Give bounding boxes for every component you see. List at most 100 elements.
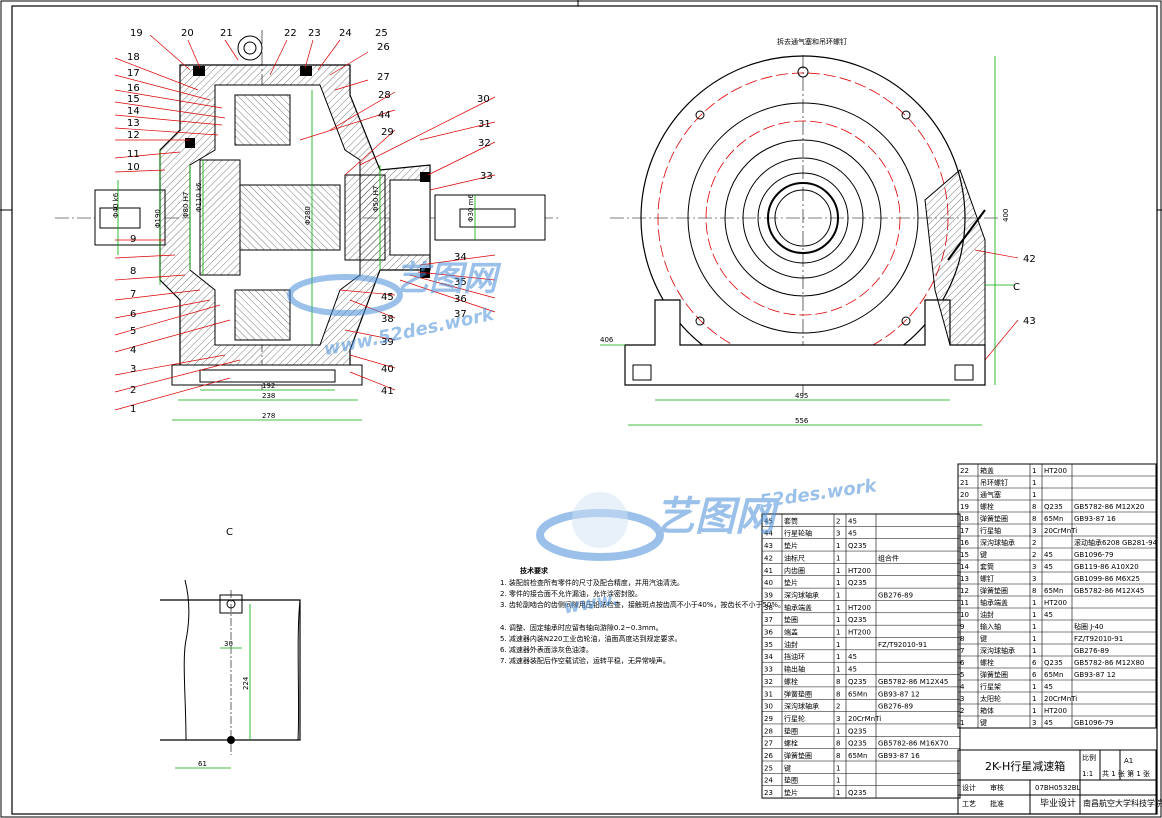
bom-cell: 螺栓 bbox=[784, 677, 798, 686]
balloon-23: 23 bbox=[308, 28, 321, 39]
bom-cell: GB93-87 16 bbox=[1074, 515, 1116, 523]
bom-cell: 1 bbox=[836, 604, 840, 612]
balloon-24: 24 bbox=[339, 28, 352, 39]
bom-cell: 1 bbox=[1032, 479, 1036, 487]
bom-cell: 垫圈 bbox=[784, 776, 798, 785]
bom-cell: 内齿圈 bbox=[784, 566, 805, 575]
bom-cell: 1 bbox=[836, 591, 840, 599]
bom-cell: 行星轴 bbox=[980, 526, 1001, 535]
bom-cell: 垫圈 bbox=[784, 726, 798, 735]
dim-ring-gear: Φ280 bbox=[304, 206, 312, 225]
balloon-32: 32 bbox=[478, 138, 491, 149]
bom-cell: 1 bbox=[1032, 635, 1036, 643]
scale-label: 比例 bbox=[1082, 753, 1096, 762]
balloon-9: 9 bbox=[130, 234, 136, 245]
balloon-45: 45 bbox=[381, 292, 394, 303]
dim-input-shaft: Φ40 k6 bbox=[112, 192, 120, 218]
dim-278: 278 bbox=[262, 412, 275, 420]
bom-cell: HT200 bbox=[848, 567, 871, 575]
bom-cell: 组合件 bbox=[878, 553, 899, 562]
drawing-number: 07BH0532BL bbox=[1035, 784, 1081, 792]
bom-cell: 1 bbox=[836, 554, 840, 562]
bom-cell: 45 bbox=[848, 666, 857, 674]
bom-cell: 20CrMnTi bbox=[848, 715, 881, 723]
bom-cell: 19 bbox=[960, 503, 969, 511]
bom-cell: 油封 bbox=[980, 610, 994, 619]
bom-cell: 太阳轮 bbox=[980, 694, 1001, 703]
bom-cell: 挡油环 bbox=[784, 652, 805, 661]
dim-bore-output: Φ50 H7 bbox=[372, 186, 380, 212]
dim-192: 192 bbox=[262, 382, 275, 390]
watermark-brand: 艺图网 bbox=[395, 259, 502, 299]
bom-cell: 深沟球轴承 bbox=[980, 646, 1015, 655]
bom-cell: GB93-87 16 bbox=[878, 752, 920, 760]
bom-cell: 8 bbox=[836, 690, 840, 698]
bom-cell: 39 bbox=[764, 591, 773, 599]
bom-cell: 键 bbox=[980, 718, 987, 727]
view-arrow-label: C bbox=[1013, 282, 1020, 293]
bom-cell: 8 bbox=[1032, 515, 1036, 523]
dim-bearing-seat: Φ190 bbox=[154, 209, 162, 228]
bom-cell: 45 bbox=[1044, 719, 1053, 727]
bom-cell: 吊环螺钉 bbox=[980, 478, 1008, 487]
bom-cell: Q235 bbox=[848, 740, 867, 748]
bom-cell: 弹簧垫圈 bbox=[980, 514, 1008, 523]
side-view: 拆去通气塞和吊环螺钉 406 400 bbox=[600, 37, 1020, 426]
tech-req-line: 5. 减速器内装N220工业齿轮油，油面高度达到规定要求。 bbox=[500, 634, 682, 643]
role-process: 工艺 bbox=[962, 800, 976, 808]
balloon-31: 31 bbox=[478, 119, 491, 130]
detail-view-c: C 30 224 61 bbox=[160, 527, 301, 769]
bom-cell: 3 bbox=[1032, 575, 1036, 583]
balloon-19: 19 bbox=[130, 28, 143, 39]
dim-495: 495 bbox=[795, 392, 808, 400]
bom-cell: 油标尺 bbox=[784, 553, 805, 562]
bom-cell: GB93-87 12 bbox=[878, 690, 920, 698]
bom-cell: 9 bbox=[960, 623, 964, 631]
bom-cell: 1 bbox=[836, 567, 840, 575]
watermark-brand-large: 艺图网 bbox=[655, 494, 781, 540]
balloon-38: 38 bbox=[381, 314, 394, 325]
role-approve: 批准 bbox=[990, 799, 1004, 808]
bom-cell: 1 bbox=[836, 789, 840, 797]
bom-cell: 15 bbox=[960, 551, 969, 559]
balloon-11: 11 bbox=[127, 149, 140, 160]
bom-cell: 45 bbox=[1044, 611, 1053, 619]
bom-cell: 垫圈 bbox=[784, 615, 798, 624]
bom-cell: 43 bbox=[764, 542, 773, 550]
bom-cell: 1 bbox=[836, 666, 840, 674]
bom-cell: 油封 bbox=[784, 640, 798, 649]
bom-cell: 45 bbox=[848, 517, 857, 525]
balloon-16: 16 bbox=[127, 83, 140, 94]
bom-cell: 1 bbox=[836, 542, 840, 550]
school-name: 南昌航空大学科技学院 bbox=[1083, 798, 1162, 808]
bom-cell: 31 bbox=[764, 690, 773, 698]
bom-cell: 4 bbox=[960, 683, 965, 691]
side-view-title: 拆去通气塞和吊环螺钉 bbox=[777, 37, 847, 46]
bom-cell: FZ/T92010-91 bbox=[1074, 635, 1123, 643]
balloon-4: 4 bbox=[130, 345, 136, 356]
role-design: 设计 bbox=[962, 783, 976, 792]
bom-cell: 键 bbox=[784, 763, 791, 772]
balloon-26: 26 bbox=[377, 42, 390, 53]
bom-cell: Q235 bbox=[848, 579, 867, 587]
bom-cell: 输出轴 bbox=[784, 665, 805, 674]
bom-cell: GB5782-86 M12X80 bbox=[1074, 659, 1144, 667]
bom-cell: 41 bbox=[764, 567, 773, 575]
bom-cell: 45 bbox=[1044, 683, 1053, 691]
bom-cell: 6 bbox=[1032, 671, 1037, 679]
bom-cell: 26 bbox=[764, 752, 773, 760]
bom-cell: 65Mn bbox=[848, 752, 867, 760]
bom-cell: 1 bbox=[836, 616, 840, 624]
bom-cell: 3 bbox=[960, 695, 964, 703]
